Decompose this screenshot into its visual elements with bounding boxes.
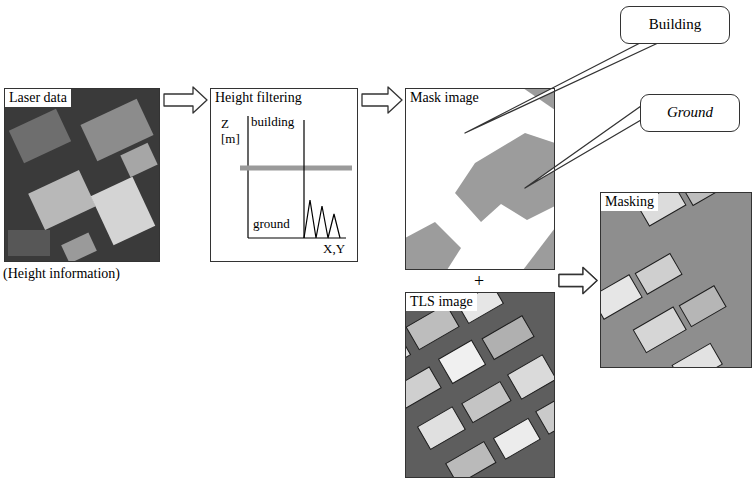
building-roof xyxy=(462,382,511,423)
building-roof xyxy=(682,192,724,206)
flow-arrow xyxy=(559,268,597,294)
image-panel: TLS image xyxy=(405,292,555,478)
building-roof xyxy=(418,407,466,450)
height-image xyxy=(4,88,160,262)
curve-label: building xyxy=(251,115,294,130)
height-chart xyxy=(210,88,358,262)
building-roof xyxy=(635,253,682,294)
callout-text: Ground xyxy=(667,104,713,121)
callout-bubble: Ground xyxy=(640,94,740,132)
building-roof xyxy=(446,442,496,478)
panel-title: TLS image xyxy=(406,293,477,311)
building-roof xyxy=(633,307,686,353)
ground-profile xyxy=(304,200,340,238)
building-roof xyxy=(405,367,441,410)
roof-patch xyxy=(91,177,156,245)
threshold-line xyxy=(240,166,352,171)
panel-title: Masking xyxy=(601,193,658,211)
building-group xyxy=(405,292,555,478)
roof-patch xyxy=(61,233,97,262)
building-roof xyxy=(679,286,726,327)
building-profile xyxy=(303,120,304,238)
z-axis xyxy=(247,116,248,238)
building-roof xyxy=(672,343,722,368)
panel-title: Laser data xyxy=(5,89,71,107)
ground-area xyxy=(523,228,555,270)
xy-axis xyxy=(248,237,346,238)
chart-panel: Height filtering Z [m] building groundX,Y xyxy=(210,88,358,262)
axis-label: X,Y xyxy=(323,242,345,257)
image-panel: Masking xyxy=(600,192,752,368)
masked-picture xyxy=(600,192,752,368)
building-roof xyxy=(494,418,541,459)
callout-text: Building xyxy=(649,16,702,33)
panel-title: Mask image xyxy=(406,89,483,107)
building-roof xyxy=(439,340,486,383)
callout-bubble: Building xyxy=(620,6,730,44)
flow-arrow xyxy=(362,87,402,113)
ground-area xyxy=(405,222,461,270)
roof-patch xyxy=(9,109,71,164)
flow-arrow xyxy=(559,268,597,294)
panel-title: Height filtering xyxy=(211,89,306,107)
building-roof xyxy=(536,391,555,435)
tls-picture xyxy=(405,292,555,478)
building-roof xyxy=(600,275,642,320)
roof-patch xyxy=(120,143,157,177)
roof-patch xyxy=(28,170,96,230)
curve-label: ground xyxy=(253,217,290,232)
flow-arrow xyxy=(164,87,207,113)
building-roof xyxy=(508,355,555,399)
image-panel: Mask image xyxy=(405,88,555,270)
image-panel: Laser data(Height information) xyxy=(4,88,160,262)
roof-patch xyxy=(8,230,50,256)
axis-label: Z [m] xyxy=(221,117,240,147)
chart-ground xyxy=(210,88,358,262)
mask-picture xyxy=(405,88,555,270)
building-roof xyxy=(482,316,534,360)
panel-note: (Height information) xyxy=(3,266,120,282)
callout-tail xyxy=(525,106,641,188)
building-group xyxy=(600,192,752,368)
plus-sign: + xyxy=(474,271,484,291)
building-area xyxy=(405,88,555,270)
